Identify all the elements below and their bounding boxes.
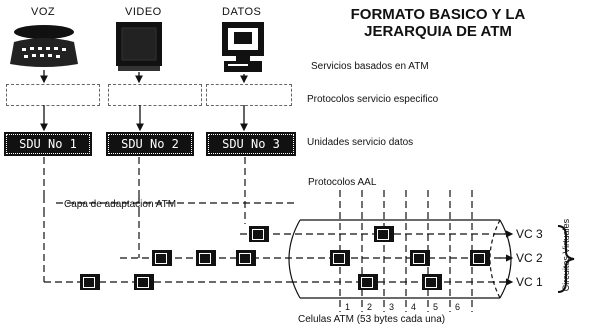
slot-number-6: 6: [455, 302, 460, 312]
label-circuitos-virtuales: Circuitos Virtuales: [561, 219, 571, 291]
atm-cell: [358, 274, 378, 290]
atm-cell: [80, 274, 100, 290]
atm-cell: [422, 274, 442, 290]
atm-cell: [236, 250, 256, 266]
slot-number-3: 3: [389, 302, 394, 312]
slot-number-1: 1: [345, 302, 350, 312]
atm-cell: [249, 226, 269, 242]
atm-cell: [410, 250, 430, 266]
vc-label-1: VC 1: [516, 275, 543, 289]
slot-number-4: 4: [411, 302, 416, 312]
slot-number-5: 5: [433, 302, 438, 312]
atm-cell: [152, 250, 172, 266]
atm-cell: [330, 250, 350, 266]
atm-cell: [374, 226, 394, 242]
slot-number-2: 2: [367, 302, 372, 312]
atm-cell: [470, 250, 490, 266]
vc-label-2: VC 2: [516, 251, 543, 265]
vc-label-3: VC 3: [516, 227, 543, 241]
atm-cell: [196, 250, 216, 266]
atm-cell: [134, 274, 154, 290]
